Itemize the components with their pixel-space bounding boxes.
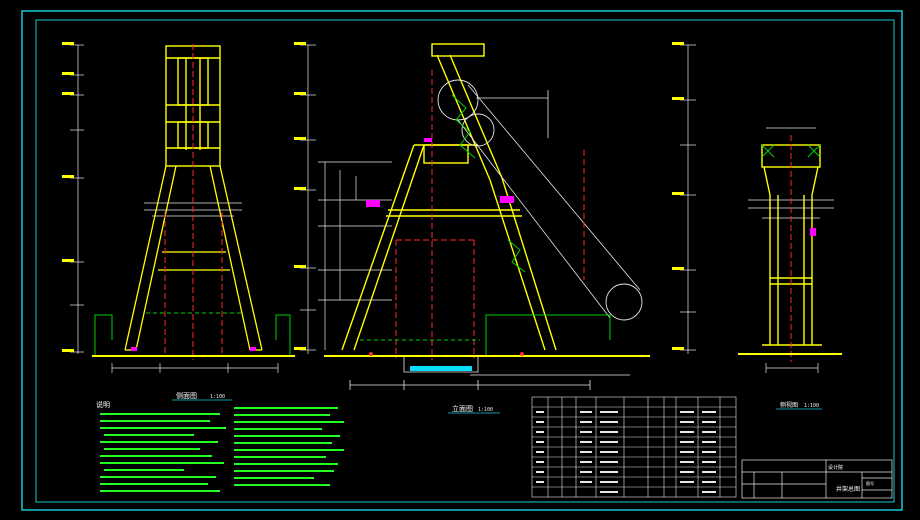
side-view: 侧面图 1:100 (62, 42, 316, 401)
side-view-base-markers (131, 347, 256, 351)
front-view: 立面图 1:100 (318, 43, 650, 414)
end-view-title: 侧视图 (780, 401, 798, 409)
notes-text-lines (100, 407, 344, 492)
side-view-ground (94, 312, 291, 355)
end-view-marker (810, 228, 816, 236)
notes-block: 说明 (96, 400, 344, 492)
title-block-sheet-name: 井架总图 (836, 485, 860, 493)
end-view-scale: 1:100 (804, 403, 819, 409)
front-view-foundation-marker (410, 366, 472, 371)
front-view-red-points (369, 352, 524, 356)
front-view-ground (360, 314, 611, 355)
front-view-markers (366, 138, 514, 207)
end-view-elevation-marks (672, 42, 684, 350)
side-view-elevation-marks (62, 42, 74, 352)
end-view-base-dimension (765, 363, 819, 373)
front-view-a-frame (341, 144, 522, 351)
material-table-cell-marks (536, 411, 716, 493)
front-view-ropes (457, 84, 641, 319)
side-view-centerlines (164, 44, 223, 360)
front-view-dimension-chain (318, 161, 392, 350)
side-view-base-dimension (111, 363, 279, 373)
side-view-elevation-marks-right (294, 42, 306, 350)
front-view-centerlines (395, 70, 585, 360)
title-block-company: 设计院 (828, 464, 843, 471)
inner-frame (35, 19, 895, 503)
material-table (531, 396, 737, 498)
front-view-green-bracing (451, 94, 526, 273)
notes-title: 说明 (96, 400, 110, 409)
side-view-title: 侧面图 (176, 391, 197, 400)
end-view: 侧视图 1:100 (672, 42, 842, 410)
title-block-drawing-no: 图号 (866, 480, 874, 486)
front-view-foundation (349, 356, 630, 390)
outer-frame (21, 10, 903, 511)
side-view-legs (124, 165, 263, 351)
front-view-sheaves (437, 79, 643, 321)
front-view-scale: 1:100 (478, 407, 493, 413)
front-view-title: 立面图 (452, 404, 473, 413)
end-view-frame (761, 144, 822, 346)
front-view-backstay (431, 43, 557, 351)
side-view-scale: 1:100 (210, 394, 225, 400)
title-block (741, 459, 893, 499)
end-view-bracing (761, 144, 821, 158)
